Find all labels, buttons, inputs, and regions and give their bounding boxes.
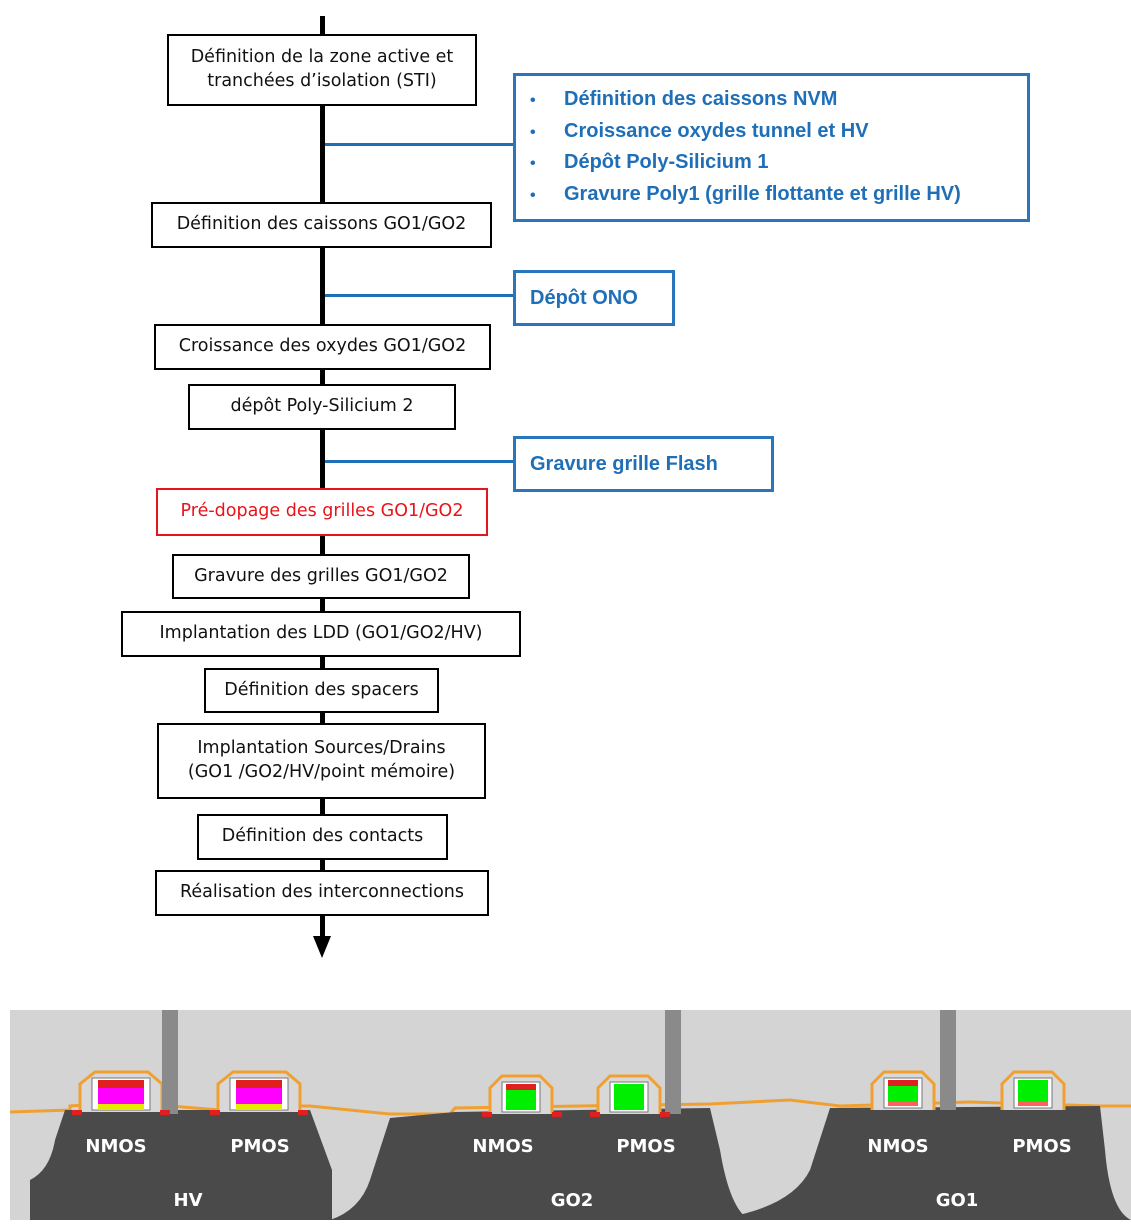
gate-go2-pmos — [596, 1074, 662, 1114]
nvm-step-item: •Gravure Poly1 (grille flottante et gril… — [530, 179, 1017, 211]
device-cross-section: NMOS PMOS NMOS PMOS NMOS PMOS HV GO2 GO1 — [10, 1010, 1131, 1220]
label-go2-nmos: NMOS — [472, 1136, 534, 1157]
label-go1-pmos: PMOS — [1012, 1136, 1072, 1157]
step-oxide-growth: Croissance des oxydes GO1/GO2 — [154, 324, 491, 370]
bullet-icon: • — [530, 186, 536, 204]
label-hv-nmos: NMOS — [85, 1136, 147, 1157]
contact-hv — [162, 1010, 178, 1114]
label-go1-nmos: NMOS — [867, 1136, 929, 1157]
well-hv — [30, 1110, 332, 1220]
bullet-icon: • — [530, 123, 536, 141]
step-gate-etch: Gravure des grilles GO1/GO2 — [172, 554, 470, 599]
step-interconnects: Réalisation des interconnections — [155, 870, 489, 916]
label-region-go1: GO1 — [935, 1190, 979, 1211]
label-region-hv: HV — [173, 1190, 203, 1211]
ono-box: Dépôt ONO — [513, 270, 675, 326]
step-gate-predoping: Pré-dopage des grilles GO1/GO2 — [156, 488, 488, 536]
nvm-step-item: •Croissance oxydes tunnel et HV — [530, 116, 1017, 148]
step-spacers: Définition des spacers — [204, 668, 439, 713]
label-region-go2: GO2 — [550, 1190, 594, 1211]
contact-go2 — [665, 1010, 681, 1114]
gate-go1-nmos — [870, 1070, 936, 1110]
branch-ono — [325, 294, 515, 297]
cross-section-drawing — [10, 1010, 1131, 1220]
process-flow-line — [320, 16, 325, 938]
step-poly2-deposition: dépôt Poly-Silicium 2 — [188, 384, 456, 430]
branch-flash-etch — [325, 460, 515, 463]
well-go2 — [330, 1108, 750, 1220]
branch-nvm-wells — [325, 143, 515, 146]
step-contacts: Définition des contacts — [197, 814, 448, 860]
bullet-icon: • — [530, 92, 536, 109]
flash-etch-box: Gravure grille Flash — [513, 436, 774, 492]
nvm-steps-box: •Définition des caissons NVM •Croissance… — [513, 73, 1030, 222]
nvm-step-item: •Dépôt Poly-Silicium 1 — [530, 147, 1017, 179]
label-go2-pmos: PMOS — [616, 1136, 676, 1157]
well-go1 — [710, 1106, 1131, 1220]
junction-markers — [72, 1110, 670, 1117]
gate-hv-nmos — [78, 1070, 164, 1112]
gate-go2-nmos — [488, 1074, 554, 1114]
flow-arrow-down-icon — [313, 936, 331, 958]
step-go-wells: Définition des caissons GO1/GO2 — [151, 202, 492, 248]
gate-go1-pmos — [1000, 1070, 1066, 1110]
contact-go1 — [940, 1010, 956, 1110]
nvm-step-item: •Définition des caissons NVM — [530, 84, 1017, 116]
gate-hv-pmos — [216, 1070, 302, 1112]
step-ldd-implant: Implantation des LDD (GO1/GO2/HV) — [121, 611, 521, 657]
bullet-icon: • — [530, 155, 536, 172]
step-sti: Définition de la zone active et tranchée… — [167, 34, 477, 106]
step-source-drain-implant: Implantation Sources/Drains (GO1 /GO2/HV… — [157, 723, 486, 799]
label-hv-pmos: PMOS — [230, 1136, 290, 1157]
